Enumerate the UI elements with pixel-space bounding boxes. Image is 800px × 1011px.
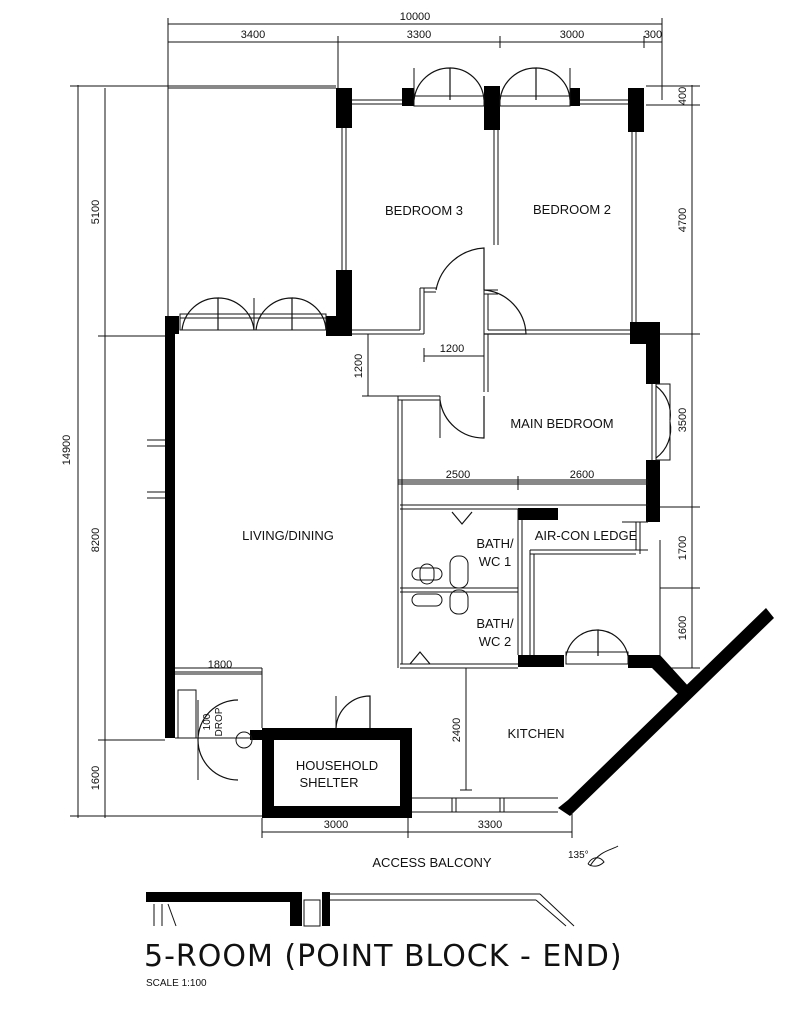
dim-mb-2600: 2600 [570, 469, 594, 481]
dim-top-3000: 3000 [560, 29, 584, 41]
dim-bottom-3000: 3000 [324, 819, 348, 831]
angle-label: 135° [568, 850, 589, 861]
label-bath-1-line2: WC 1 [479, 554, 512, 569]
label-bath-2-line1: BATH/ [476, 616, 514, 631]
dim-left-1600: 1600 [90, 766, 102, 790]
label-aircon-ledge: AIR-CON LEDGE [535, 528, 638, 543]
label-refuse-drop: DROP [214, 707, 225, 736]
dim-corridor: 1200 [440, 343, 464, 355]
plan-title: 5-ROOM (POINT BLOCK - END) [144, 939, 623, 974]
label-kitchen: KITCHEN [507, 726, 564, 741]
dim-kitchen-2400: 2400 [451, 718, 463, 742]
dim-right-1700: 1700 [677, 536, 689, 560]
dim-right-1600: 1600 [677, 616, 689, 640]
dim-mb-2500: 2500 [446, 469, 470, 481]
partitions [147, 87, 657, 813]
label-living-dining: LIVING/DINING [242, 528, 334, 543]
dim-left-5100: 5100 [90, 200, 102, 224]
label-refuse-100: 100 [202, 713, 213, 730]
bath-fixtures [411, 555, 469, 615]
dim-top-3300: 3300 [407, 29, 431, 41]
dim-right-400: 400 [677, 87, 689, 105]
label-shelter-line2: SHELTER [300, 775, 359, 790]
dim-left-total: 14900 [61, 435, 73, 466]
dim-top-3400: 3400 [241, 29, 265, 41]
room-labels: BEDROOM 3 BEDROOM 2 MAIN BEDROOM LIVING/… [202, 202, 638, 870]
dim-living-1800: 1800 [208, 659, 232, 671]
label-bedroom-3: BEDROOM 3 [385, 203, 463, 218]
plan-scale: SCALE 1:100 [146, 978, 207, 989]
label-access-balcony: ACCESS BALCONY [372, 855, 492, 870]
dim-top-total: 10000 [400, 11, 431, 23]
label-main-bedroom: MAIN BEDROOM [510, 416, 613, 431]
dim-left-8200: 8200 [90, 528, 102, 552]
bottom-dimensions: 3000 3300 135° [261, 812, 619, 867]
top-dimensions: 10000 3400 3300 3000 300 [167, 11, 663, 100]
dim-top-300: 300 [644, 29, 662, 41]
dim-corridor-v: 1200 [353, 354, 365, 378]
label-bedroom-2: BEDROOM 2 [533, 202, 611, 217]
doors-windows [177, 67, 672, 781]
walls [165, 86, 774, 818]
title-block: 5-ROOM (POINT BLOCK - END) SCALE 1:100 [144, 892, 623, 989]
dim-right-4700: 4700 [677, 208, 689, 232]
left-dimensions: 14900 5100 8200 1600 [61, 85, 336, 818]
label-bath-1-line1: BATH/ [476, 536, 514, 551]
interior-dimensions: 1200 1200 2500 2600 1800 2400 [175, 334, 648, 791]
right-dimensions: 400 4700 3500 1700 1600 [646, 85, 700, 669]
label-shelter-line1: HOUSEHOLD [296, 758, 378, 773]
dim-right-3500: 3500 [677, 408, 689, 432]
dim-bottom-3300: 3300 [478, 819, 502, 831]
label-bath-2-line2: WC 2 [479, 634, 512, 649]
